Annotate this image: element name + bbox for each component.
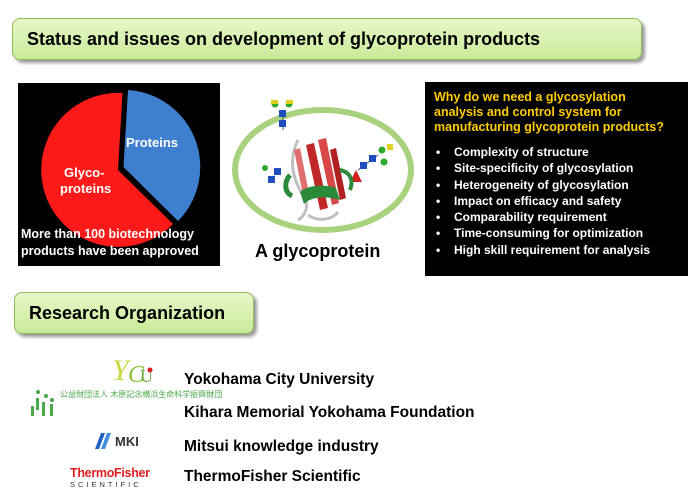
svg-text:C: C — [128, 362, 145, 388]
pie-panel: Proteins Glyco- proteins More than 100 b… — [18, 83, 220, 266]
reasons-list: Complexity of structure Site-specificity… — [434, 144, 680, 258]
pie-label-proteins: Proteins — [126, 135, 178, 150]
org-name-ycu: Yokohama City University — [184, 371, 375, 388]
reason-item: Heterogeneity of glycosylation — [434, 177, 680, 194]
kihara-logo-text: 公益財団法人 木原記念横浜生命科学振興財団 — [60, 390, 223, 399]
mki-logo-icon — [95, 433, 111, 449]
pie-label-glyco-line1: Glyco- — [64, 165, 104, 180]
pie-slice-glycoproteins — [41, 92, 174, 247]
glycan-chain-icon — [271, 97, 293, 130]
thermofisher-logo: ThermoFisher SCIENTIFIC — [70, 466, 170, 494]
why-question-line2: analysis and control system for — [434, 105, 622, 119]
mki-logo-text: MKI — [115, 433, 139, 449]
pie-caption-line1: More than 100 biotechnology — [21, 227, 194, 241]
reason-item: Site-specificity of glycosylation — [434, 160, 680, 177]
org-name-kihara: Kihara Memorial Yokohama Foundation — [184, 404, 475, 421]
glycoprotein-caption: A glycoprotein — [255, 241, 381, 261]
pie-chart: Proteins Glyco- proteins — [41, 90, 201, 247]
why-panel: Why do we need a glycosylation analysis … — [425, 82, 688, 276]
protein-ribbon-icon — [283, 138, 354, 222]
pie-caption-line2: products have been approved — [21, 244, 199, 258]
svg-text:Y: Y — [112, 354, 132, 387]
ycu-logo-icon: Y C U — [112, 354, 153, 388]
title-banner: Status and issues on development of glyc… — [12, 18, 642, 60]
reason-item: Comparability requirement — [434, 209, 680, 226]
kihara-logo: 公益財団法人 木原記念横浜生命科学振興財団 — [28, 386, 222, 420]
glycan-chain-icon — [262, 165, 281, 183]
glycoprotein-image — [232, 97, 414, 233]
pie-caption: More than 100 biotechnology products hav… — [21, 226, 221, 260]
why-question: Why do we need a glycosylation analysis … — [434, 90, 680, 135]
kihara-logo-icon — [31, 390, 54, 416]
reason-item: Impact on efficacy and safety — [434, 193, 680, 210]
ycu-logo: Y C U — [112, 352, 156, 388]
reason-item: Complexity of structure — [434, 144, 680, 161]
mki-logo: MKI — [95, 432, 155, 450]
thermofisher-logo-line1: ThermoFisher — [70, 466, 150, 480]
research-organization-banner: Research Organization — [14, 292, 254, 334]
thermofisher-logo-line2: SCIENTIFIC — [70, 480, 142, 489]
pie-slice-proteins — [123, 90, 201, 221]
why-question-line3: manufacturing glycoprotein products? — [434, 120, 664, 134]
org-name-mki: Mitsui knowledge industry — [184, 438, 379, 455]
glycan-chain-icon — [350, 144, 393, 182]
reason-item: High skill requirement for analysis — [434, 242, 680, 259]
glycoprotein-illustration — [228, 97, 418, 275]
why-question-line1: Why do we need a glycosylation — [434, 90, 626, 104]
reason-item: Time-consuming for optimization — [434, 225, 680, 242]
page-title: Status and issues on development of glyc… — [27, 28, 541, 49]
research-organization-heading: Research Organization — [29, 302, 226, 323]
pie-label-glyco-line2: proteins — [60, 181, 111, 196]
org-name-thermofisher: ThermoFisher Scientific — [184, 468, 361, 485]
